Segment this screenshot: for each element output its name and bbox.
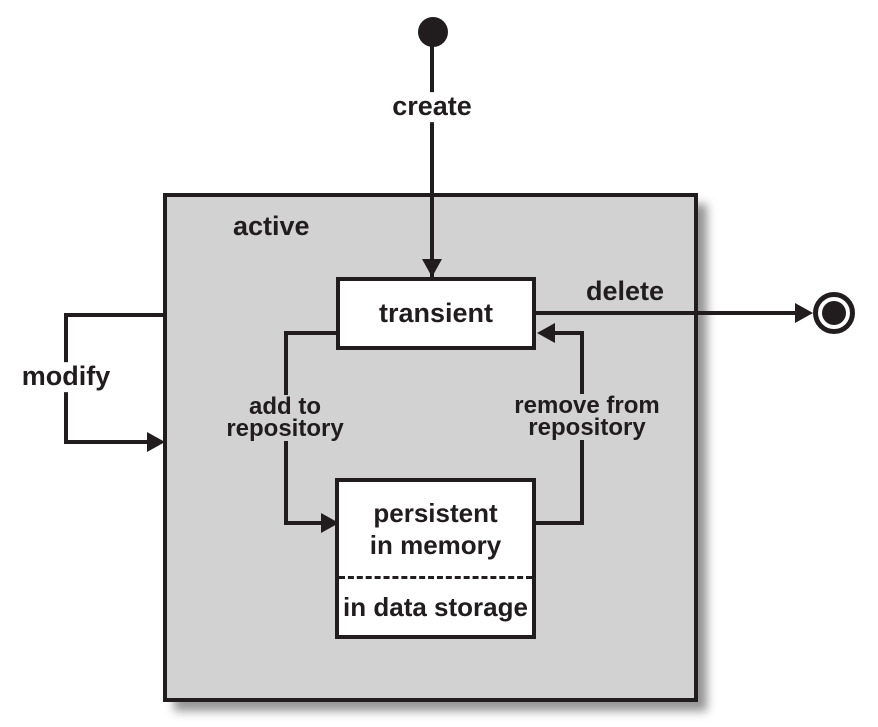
add-transition-label-line2: repository	[226, 415, 344, 442]
transient-state-label: transient	[378, 298, 494, 328]
add-transition-label-line1: add to	[249, 393, 321, 420]
arrowhead-down-icon	[422, 259, 442, 277]
add-transition-label: add to repository	[222, 393, 348, 442]
arrowhead-right-icon	[147, 432, 165, 452]
remove-transition-label-line1: remove from	[514, 392, 660, 419]
persistent-state-label-line2: in memory	[369, 530, 502, 560]
create-transition-label: create	[385, 91, 479, 122]
delete-transition-line	[536, 311, 797, 315]
persistent-compartment-label: in data storage	[343, 591, 528, 622]
persistent-state-label-line1: persistent	[373, 498, 498, 528]
delete-transition-label: delete	[585, 276, 665, 307]
add-transition-line	[284, 521, 321, 525]
transient-state: transient	[336, 277, 536, 350]
remove-transition-line	[555, 331, 584, 335]
final-state-node	[813, 292, 855, 334]
remove-transition-line	[534, 521, 584, 525]
active-state-label: active	[233, 211, 310, 241]
modify-transition-line	[64, 440, 148, 444]
arrowhead-right-icon	[321, 513, 339, 533]
persistent-state-label: persistent in memory	[339, 482, 532, 576]
remove-transition-label: remove from repository	[510, 392, 664, 441]
arrowhead-left-icon	[537, 323, 555, 343]
remove-transition-label-line2: repository	[528, 414, 646, 441]
final-state-inner-dot	[822, 301, 846, 325]
initial-state-node	[418, 17, 448, 47]
persistent-state: persistent in memory in data storage	[335, 478, 536, 639]
modify-transition-label: modify	[14, 361, 118, 392]
add-transition-line	[284, 331, 338, 335]
create-transition-line	[430, 45, 434, 278]
persistent-state-compartment: in data storage	[339, 576, 532, 635]
arrowhead-right-icon	[795, 303, 813, 323]
modify-transition-line	[64, 313, 165, 317]
